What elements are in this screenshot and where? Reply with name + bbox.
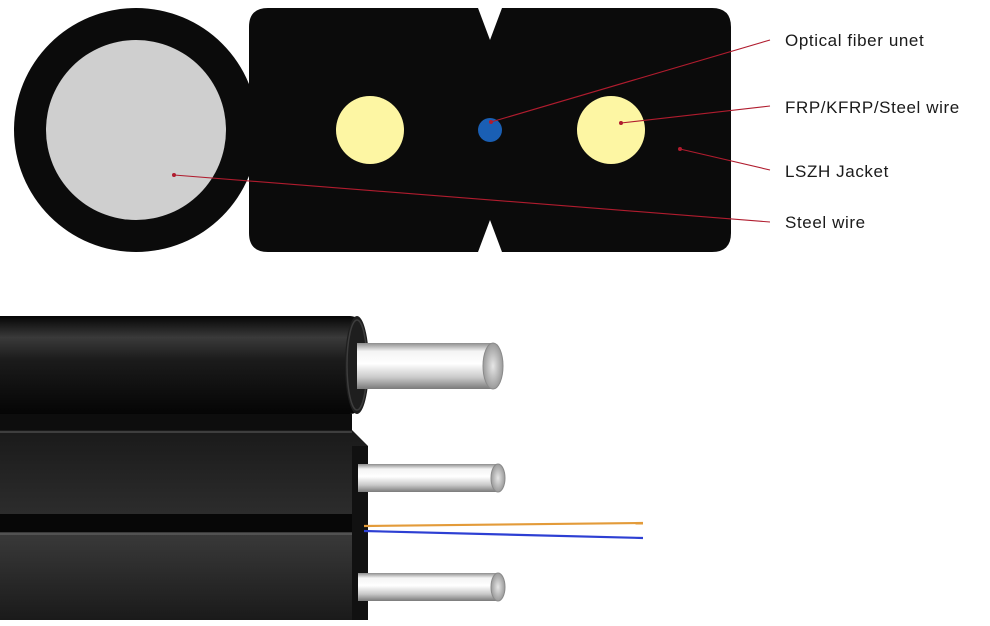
strength-member-exposed-lower: [358, 573, 498, 601]
leader-dot-jacket: [678, 147, 682, 151]
callout-labels: Optical fiber unet FRP/KFRP/Steel wire L…: [785, 31, 960, 232]
messenger-tube: [0, 316, 368, 414]
messenger-steel-wire-exposed: [357, 343, 493, 389]
leader-lines: [173, 39, 771, 223]
leader-dot-fiber-unit: [489, 120, 493, 124]
leader-line-steel-wire: [173, 174, 771, 223]
cross-section: [14, 8, 731, 252]
leader-line-fiber-unit: [490, 39, 771, 123]
leader-line-jacket: [679, 148, 771, 171]
label-steel-wire: Steel wire: [785, 213, 866, 232]
label-jacket: LSZH Jacket: [785, 162, 889, 181]
optical-fiber-blue: [363, 529, 644, 540]
strength-member-left: [336, 96, 404, 164]
label-optical-fiber-unit: Optical fiber unet: [785, 31, 924, 50]
cable-body-upper: [0, 430, 368, 514]
messenger-steel-wire-end: [482, 342, 504, 390]
strength-member-end-lower: [490, 572, 506, 602]
messenger-steel-wire: [46, 40, 226, 220]
optical-fiber-unit: [478, 118, 502, 142]
cable-groove: [0, 514, 368, 532]
optical-fiber-orange: [363, 521, 644, 528]
leader-dot-steel-wire: [172, 173, 176, 177]
cable-body-lower: [0, 532, 368, 620]
strength-member-end-upper: [490, 463, 506, 493]
strength-member-right: [577, 96, 645, 164]
leader-dots: [172, 120, 682, 177]
leader-dot-strength-member: [619, 121, 623, 125]
cable-neck: [0, 414, 352, 430]
label-strength-member: FRP/KFRP/Steel wire: [785, 98, 960, 117]
leader-line-strength-member: [620, 105, 771, 124]
strength-member-exposed-upper: [358, 464, 498, 492]
cable-perspective: [0, 316, 644, 620]
